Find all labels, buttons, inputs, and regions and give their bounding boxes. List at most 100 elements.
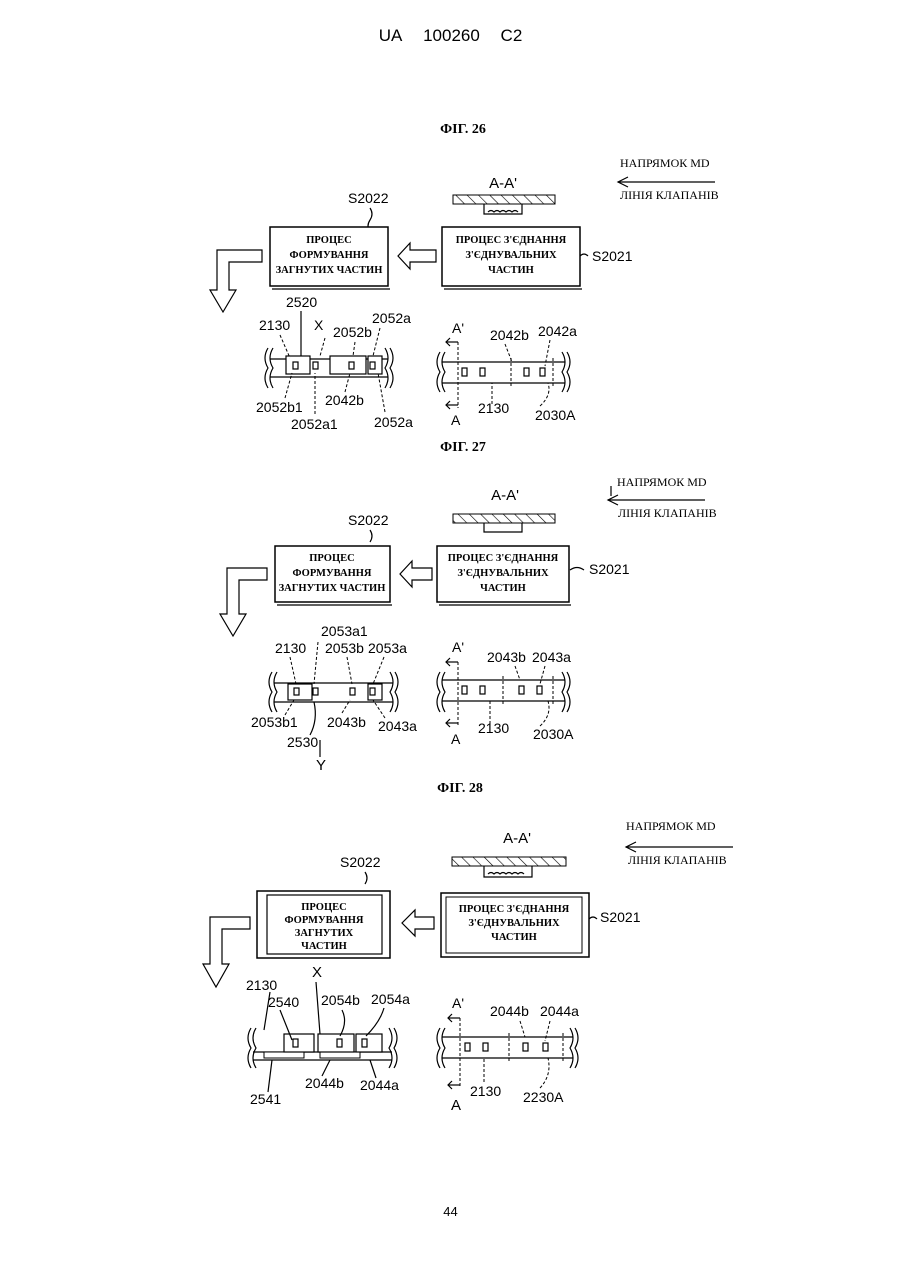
figure-28-label-2044b-right: 2044b bbox=[490, 1003, 529, 1019]
figure-26-label-2130-right: 2130 bbox=[478, 400, 509, 416]
figure-28-step-right-id: S2021 bbox=[600, 909, 641, 925]
figure-28-md-label: НАПРЯМОК MD bbox=[626, 819, 716, 833]
figure-27-label-2530: 2530 bbox=[287, 734, 318, 750]
figure-27-label-a: A bbox=[451, 731, 461, 747]
figure-27-leader-s2021 bbox=[570, 568, 584, 571]
figure-27-label-2043a: 2043a bbox=[378, 718, 417, 734]
figure-27-label-2053b: 2053b bbox=[325, 640, 364, 656]
figure-28-label-2130: 2130 bbox=[246, 977, 277, 993]
figure-28-label-x: X bbox=[312, 964, 322, 981]
figure-28-label-a: A bbox=[451, 1097, 461, 1114]
figure-26-label-2052b1: 2052b1 bbox=[256, 399, 303, 415]
figure-27-label-2043a-right: 2043a bbox=[532, 649, 571, 665]
figure-28-label-2044a-right: 2044a bbox=[540, 1003, 579, 1019]
figure-26-label-a-prime: A' bbox=[452, 320, 464, 336]
figure-26-label-2052a1: 2052a1 bbox=[291, 416, 338, 432]
figure-26-box-right-line-2: З'ЄДНУВАЛЬНИХ bbox=[465, 250, 557, 261]
figure-26-leader-s2021 bbox=[580, 254, 588, 256]
figure-27-box-right-line-2: З'ЄДНУВАЛЬНИХ bbox=[457, 568, 549, 579]
figure-26-box-left-line-3: ЗАГНУТИХ ЧАСТИН bbox=[276, 265, 383, 276]
figure-28: ФІГ. 28 НАПРЯМОК MD ЛІНІЯ КЛАПАНІВ A-A' … bbox=[203, 781, 733, 1114]
figure-26-label-2030a: 2030A bbox=[535, 407, 576, 423]
figure-26-box-right-line-3: ЧАСТИН bbox=[488, 265, 534, 276]
figure-27-label-2053a1: 2053a1 bbox=[321, 623, 368, 639]
figure-26-box-left-line-1: ПРОЦЕС bbox=[306, 235, 351, 246]
figure-26-md-label: НАПРЯМОК MD bbox=[620, 156, 710, 170]
figure-27-md-arrow-icon bbox=[608, 495, 705, 505]
figure-26-label-2130: 2130 bbox=[259, 317, 290, 333]
figure-27-step-right-id: S2021 bbox=[589, 561, 630, 577]
figure-26-step-left-id: S2022 bbox=[348, 190, 389, 206]
figure-28-label-2540: 2540 bbox=[268, 994, 299, 1010]
figure-28-box-right-line-3: ЧАСТИН bbox=[491, 932, 537, 943]
figure-26-down-arrow-icon bbox=[210, 250, 262, 312]
figure-27-box-left-line-2: ФОРМУВАННЯ bbox=[293, 568, 372, 579]
figure-28-valve-line: ЛІНІЯ КЛАПАНІВ bbox=[628, 853, 727, 867]
figure-28-md-arrow-icon bbox=[626, 842, 733, 852]
figure-27-label-2130-right: 2130 bbox=[478, 720, 509, 736]
figure-26-valve-line: ЛІНІЯ КЛАПАНІВ bbox=[620, 188, 719, 202]
figure-27-leader-s2022 bbox=[370, 530, 372, 542]
figure-26-section-hatch bbox=[453, 195, 555, 204]
figure-26-label-x: X bbox=[314, 317, 324, 333]
figure-26-label-2052a-top: 2052a bbox=[372, 310, 411, 326]
figure-27-section-bracket bbox=[484, 523, 522, 532]
figure-28-leader-s2021 bbox=[589, 917, 597, 919]
figure-27-label-2053b1: 2053b1 bbox=[251, 714, 298, 730]
figure-27-label-y: Y bbox=[316, 757, 326, 774]
figure-27-box-right-line-1: ПРОЦЕС З'ЄДНАННЯ bbox=[448, 553, 559, 564]
figure-28-label-2054a: 2054a bbox=[371, 991, 410, 1007]
figure-28-box-right-line-1: ПРОЦЕС З'ЄДНАННЯ bbox=[459, 904, 570, 915]
figure-27: ФІГ. 27 НАПРЯМОК MD ЛІНІЯ КЛАПАНІВ A-A' … bbox=[220, 440, 717, 774]
figure-28-box-right-line-2: З'ЄДНУВАЛЬНИХ bbox=[468, 918, 560, 929]
figure-28-box-left-line-3: ЗАГНУТИХ bbox=[295, 928, 354, 939]
figure-28-label-2054b: 2054b bbox=[321, 992, 360, 1008]
figure-28-label-2044a: 2044a bbox=[360, 1077, 399, 1093]
figure-28-label-2230a: 2230A bbox=[523, 1089, 564, 1105]
figure-26-label-2042b: 2042b bbox=[325, 392, 364, 408]
figure-28-right-strip bbox=[437, 1014, 578, 1089]
figure-28-label-2044b: 2044b bbox=[305, 1075, 344, 1091]
figure-27-title: ФІГ. 27 bbox=[440, 440, 486, 455]
figure-27-right-strip bbox=[437, 658, 570, 727]
figure-28-flow-arrow-icon bbox=[402, 910, 434, 936]
figure-27-label-2043b: 2043b bbox=[327, 714, 366, 730]
figure-27-label-2053a: 2053a bbox=[368, 640, 407, 656]
figure-27-box-right-line-3: ЧАСТИН bbox=[480, 583, 526, 594]
figure-28-left-strip bbox=[248, 1028, 397, 1068]
figure-27-section-hatch bbox=[453, 514, 555, 523]
figure-27-valve-line: ЛІНІЯ КЛАПАНІВ bbox=[618, 506, 717, 520]
figure-27-step-left-id: S2022 bbox=[348, 512, 389, 528]
figure-27-label-a-prime: A' bbox=[452, 639, 464, 655]
figure-28-label-2541: 2541 bbox=[250, 1091, 281, 1107]
figure-26-label-2520: 2520 bbox=[286, 294, 317, 310]
figure-27-label-2030a: 2030A bbox=[533, 726, 574, 742]
figure-28-section-hatch bbox=[452, 857, 566, 866]
figure-28-section-bracket bbox=[484, 866, 532, 877]
figure-28-box-left-line-2: ФОРМУВАННЯ bbox=[285, 915, 364, 926]
figure-27-box-left-line-1: ПРОЦЕС bbox=[309, 553, 354, 564]
figure-28-section-label: A-A' bbox=[503, 830, 531, 847]
figure-26-section-bracket bbox=[484, 204, 522, 214]
figure-26-label-2052a-bottom: 2052a bbox=[374, 414, 413, 430]
figure-28-box-left-line-4: ЧАСТИН bbox=[301, 941, 347, 952]
figure-28-label-a-prime: A' bbox=[452, 995, 464, 1011]
figure-26-step-right-id: S2021 bbox=[592, 248, 633, 264]
figure-26-label-2042a: 2042a bbox=[538, 323, 577, 339]
figure-28-down-arrow-icon bbox=[203, 917, 250, 987]
figure-26-title: ФІГ. 26 bbox=[440, 122, 486, 137]
figure-26: ФІГ. 26 НАПРЯМОК MD ЛІНІЯ КЛАПАНІВ A-A' … bbox=[210, 122, 719, 432]
figure-26-flow-arrow-icon bbox=[398, 243, 436, 269]
figure-27-flow-arrow-icon bbox=[400, 561, 432, 587]
figure-26-section-wave bbox=[488, 211, 518, 213]
figure-26-box-right-line-1: ПРОЦЕС З'ЄДНАННЯ bbox=[456, 235, 567, 246]
figure-26-right-strip bbox=[437, 338, 570, 409]
figure-26-label-2052b: 2052b bbox=[333, 324, 372, 340]
figure-28-title: ФІГ. 28 bbox=[437, 781, 483, 796]
figure-27-label-2043b-right: 2043b bbox=[487, 649, 526, 665]
figure-27-down-arrow-icon bbox=[220, 568, 267, 636]
figure-27-box-left-line-3: ЗАГНУТИХ ЧАСТИН bbox=[279, 583, 386, 594]
figure-27-label-2130: 2130 bbox=[275, 640, 306, 656]
